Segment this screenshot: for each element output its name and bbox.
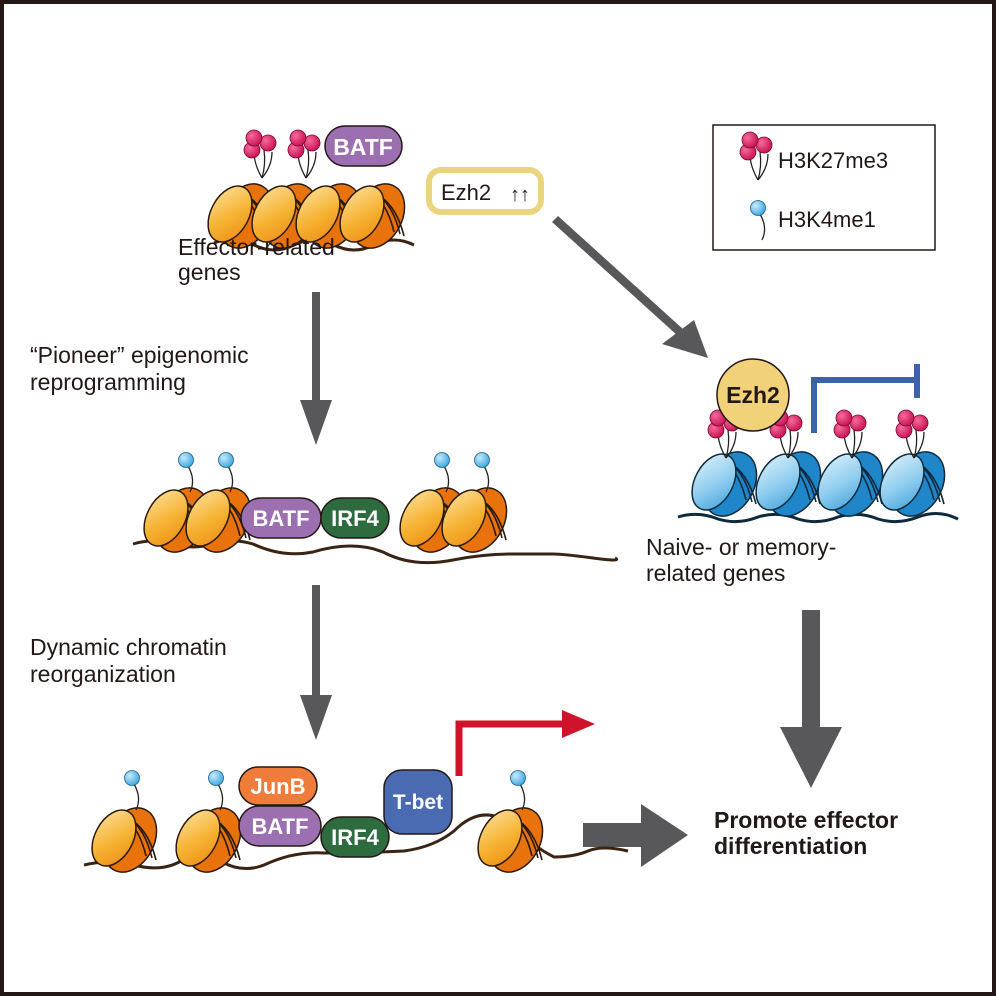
step2-label-line2: reorganization [30, 661, 176, 687]
h3k4me1-mark [177, 451, 195, 493]
legend: H3K27me3 H3K4me1 [712, 124, 936, 251]
naive-genes-label-line2: related genes [646, 560, 785, 586]
arrow-down-step2 [300, 585, 332, 740]
step1-label-line1: “Pioneer” epigenomic [30, 342, 249, 368]
arrow-ezh2-to-naive-genes [552, 216, 708, 358]
flow-arrows [300, 216, 842, 867]
junb-protein [238, 766, 318, 806]
double-up-arrow-icon: ↑↑ [510, 184, 530, 206]
legend-label-h3k27me3: H3K27me3 [778, 148, 888, 173]
h3k4me1-mark [207, 769, 225, 811]
irf4-label: IRF4 [331, 825, 379, 850]
h3k4me1-mark [473, 451, 491, 493]
junb-label: JunB [251, 774, 306, 799]
h3k4me1-mark [123, 769, 141, 811]
h3k4me1-mark [433, 451, 451, 493]
nucleosome [468, 797, 554, 883]
middle-chromatin: BATF IRF4 [132, 451, 619, 565]
h3k27me3-mark [895, 409, 929, 459]
batf-label: BATF [333, 134, 393, 160]
batf-protein [238, 805, 322, 847]
effector-genes-label-line1: Effector-related [178, 234, 335, 260]
transcription-start-arrow-icon [455, 710, 595, 776]
legend-label-h3k4me1: H3K4me1 [778, 207, 876, 232]
ezh2-protein [716, 358, 790, 432]
batf-label: BATF [251, 814, 308, 839]
batf-protein [324, 125, 403, 167]
diagram-canvas: H3K27me3 H3K4me1 BATF Effector-related g… [30, 124, 959, 883]
outcome-label-line2: differentiation [714, 833, 867, 859]
effector-genes-chromatin-top: BATF [198, 125, 416, 259]
h3k27me3-mark [833, 409, 867, 459]
naive-memory-chromatin: Ezh2 [677, 358, 959, 527]
irf4-label: IRF4 [331, 506, 379, 531]
outcome-label-line1: Promote effector [714, 807, 898, 833]
irf4-protein [320, 497, 390, 539]
step2-label-line1: Dynamic chromatin [30, 634, 227, 660]
h3k4me1-mark [217, 451, 235, 493]
ezh2-label: Ezh2 [726, 382, 780, 408]
step1-label-line2: reprogramming [30, 369, 186, 395]
arrow-right-to-outcome [583, 804, 688, 867]
batf-label: BATF [252, 506, 309, 531]
h3k4me1-mark [509, 769, 527, 811]
h3k27me3-mark [287, 129, 321, 179]
repression-bar-icon [811, 364, 920, 433]
dna-strand [677, 512, 959, 524]
tbet-label: T-bet [393, 791, 443, 814]
naive-genes-label-line1: Naive- or memory- [646, 534, 836, 560]
bottom-chromatin: JunB BATF IRF4 T-bet [82, 710, 629, 883]
arrow-down-step1 [300, 292, 332, 445]
h3k27me3-mark [243, 129, 277, 179]
effector-genes-label-line2: genes [178, 259, 241, 285]
ezh2-upregulated-box: Ezh2 ↑↑ [426, 167, 544, 215]
arrow-down-to-outcome [780, 610, 842, 788]
irf4-protein [320, 816, 390, 858]
ezh2-box-label: Ezh2 [441, 180, 491, 205]
tbet-protein [383, 769, 453, 835]
